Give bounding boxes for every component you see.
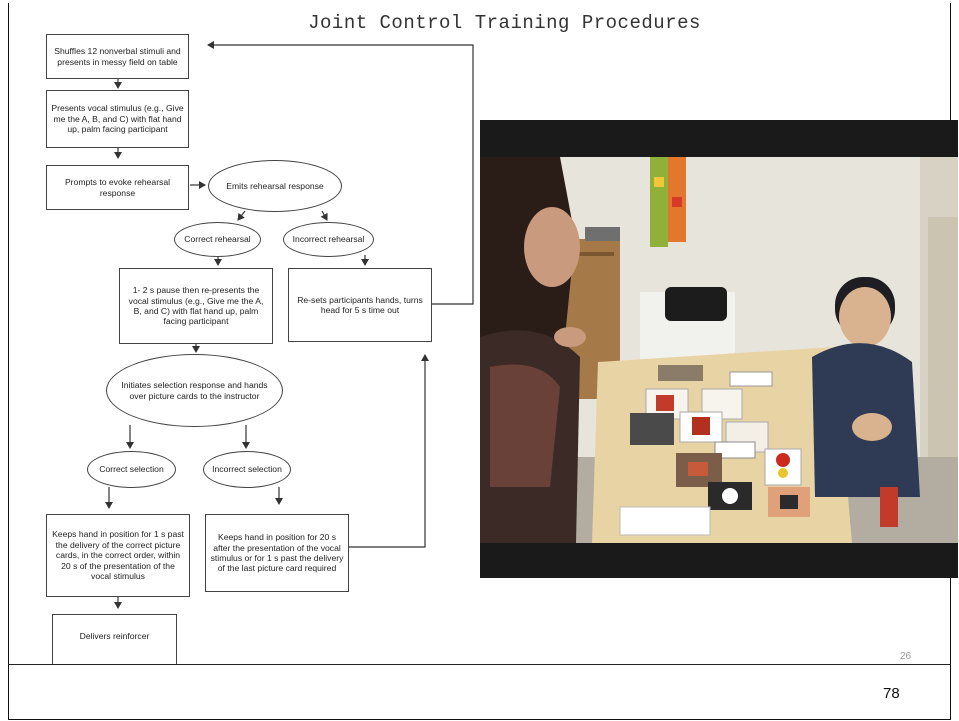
node-correct-rehearsal: Correct rehearsal <box>174 222 261 257</box>
node-keeps-hand-1s: Keeps hand in position for 1 s past the … <box>46 514 190 597</box>
photo-illustration <box>480 157 958 543</box>
node-incorrect-rehearsal: Incorrect rehearsal <box>283 222 374 257</box>
node-resets-hands: Re-sets participants hands, turns head f… <box>288 268 432 342</box>
node-shuffle-stimuli: Shuffles 12 nonverbal stimuli and presen… <box>46 34 189 79</box>
node-initiates-selection: Initiates selection response and hands o… <box>106 354 283 427</box>
node-pause-represent: 1- 2 s pause then re-presents the vocal … <box>119 268 273 344</box>
node-incorrect-selection: Incorrect selection <box>203 451 291 488</box>
node-present-vocal-stimulus: Presents vocal stimulus (e.g., Give me t… <box>46 90 189 148</box>
node-keeps-hand-20s: Keeps hand in position for 20 s after th… <box>205 514 349 592</box>
page-number: 78 <box>883 685 900 702</box>
slide-title: Joint Control Training Procedures <box>308 12 701 34</box>
slide-divider <box>8 664 951 665</box>
node-correct-selection: Correct selection <box>87 451 176 488</box>
node-emits-rehearsal: Emits rehearsal response <box>208 160 342 212</box>
slide-number-faint: 26 <box>900 651 912 662</box>
node-delivers-reinforcer: Delivers reinforcer <box>52 614 177 664</box>
node-prompts-rehearsal: Prompts to evoke rehearsal response <box>46 165 189 210</box>
training-session-photo <box>480 157 958 543</box>
